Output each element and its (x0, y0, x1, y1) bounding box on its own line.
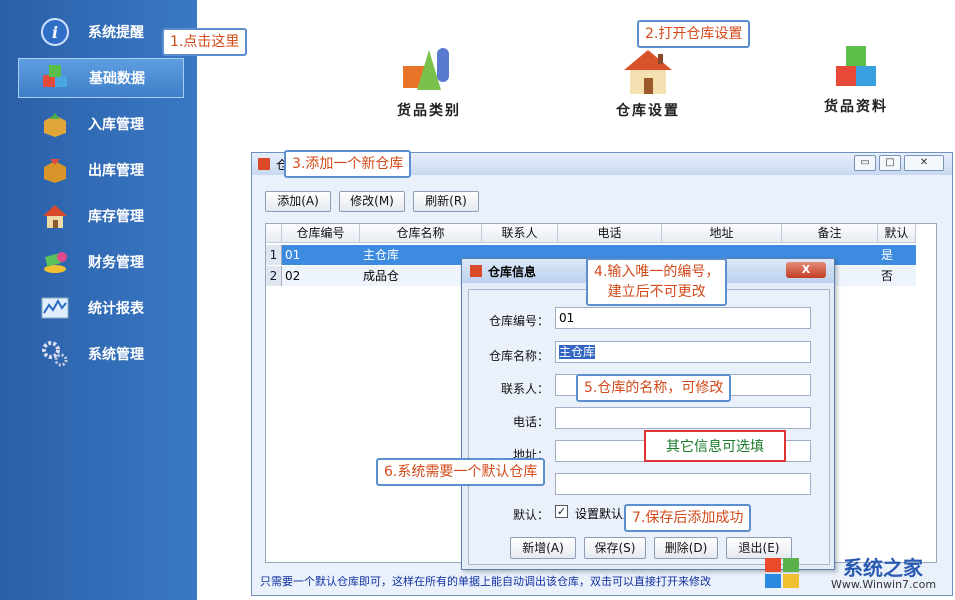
windows-logo-icon (765, 558, 799, 588)
phone-field[interactable] (555, 407, 811, 429)
phone-label: 电话： (512, 415, 549, 429)
default-label: 默认： (512, 508, 549, 522)
cubes-icon (39, 61, 73, 95)
sidebar-item-label: 入库管理 (88, 117, 144, 133)
exit-button[interactable]: 退出(E) (726, 537, 792, 559)
dialog-app-icon (470, 265, 482, 277)
name-value: 主仓库 (559, 345, 596, 359)
sidebar-item-label: 系统管理 (88, 347, 144, 363)
box-out-icon (38, 153, 72, 187)
contact-label: 联系人： (500, 382, 549, 396)
shapes-icon (384, 42, 474, 100)
dialog-title: 仓库信息 (488, 264, 537, 279)
add-button[interactable]: 添加(A) (265, 191, 331, 212)
maximize-button[interactable]: □ (879, 155, 901, 171)
cell-default: 否 (881, 269, 894, 283)
sidebar-item-reports[interactable]: 统计报表 (18, 288, 184, 328)
sidebar-item-outbound[interactable]: 出库管理 (18, 150, 184, 190)
sidebar-item-label: 系统提醒 (88, 25, 144, 41)
callout-step6: 6.系统需要一个默认仓库 (376, 458, 546, 486)
new-button[interactable]: 新增(A) (510, 537, 576, 559)
info-icon: i (38, 15, 72, 49)
watermark-url: Www.Winwin7.com (831, 578, 937, 591)
column-header[interactable]: 仓库名称 (360, 224, 482, 243)
column-header[interactable]: 电话 (558, 224, 662, 243)
house-icon (38, 199, 72, 233)
cell-name: 主仓库 (363, 248, 400, 262)
column-header[interactable]: 默认 (878, 224, 916, 243)
status-hint: 只需要一个默认仓库即可，这样在所有的单据上能自动调出该仓库，双击可以直接打开来修… (260, 575, 711, 588)
name-field[interactable]: 主仓库 (555, 341, 811, 363)
box-in-icon (38, 107, 72, 141)
sidebar-item-label: 基础数据 (89, 71, 145, 87)
warehouse-house-icon (608, 44, 688, 100)
default-checkbox[interactable]: ✓ (555, 505, 568, 518)
sidebar-item-system-reminder[interactable]: i 系统提醒 (18, 12, 184, 52)
name-label: 仓库名称： (488, 349, 549, 363)
sidebar-item-inbound[interactable]: 入库管理 (18, 104, 184, 144)
remark-field[interactable] (555, 473, 811, 495)
column-header[interactable]: 备注 (782, 224, 878, 243)
callout-step5: 5.仓库的名称，可修改 (576, 374, 732, 402)
watermark-logo: 系统之家 Www.Winwin7.com (761, 552, 951, 596)
sidebar-item-inventory[interactable]: 库存管理 (18, 196, 184, 236)
delete-button[interactable]: 删除(D) (654, 537, 718, 559)
sidebar-item-label: 库存管理 (88, 209, 144, 225)
callout-step4: 4.输入唯一的编号， 建立后不可更改 (586, 258, 728, 306)
sidebar-item-system-admin[interactable]: 系统管理 (18, 334, 184, 374)
row-number: 2 (266, 266, 282, 286)
callout-step2: 2.打开仓库设置 (637, 20, 751, 48)
minimize-button[interactable]: ▭ (854, 155, 876, 171)
callout-step4-line2: 建立后不可更改 (607, 284, 706, 300)
row-header-corner (266, 224, 282, 243)
goods-category-launcher[interactable]: 货品类别 (384, 42, 474, 120)
sidebar-item-label: 财务管理 (88, 255, 144, 271)
callout-optional-info: 其它信息可选填 (644, 430, 786, 462)
cell-code: 01 (285, 248, 301, 262)
warehouse-settings-label: 仓库设置 (616, 103, 680, 119)
edit-button[interactable]: 修改(M) (339, 191, 405, 212)
code-label: 仓库编号： (488, 314, 549, 328)
warehouse-settings-launcher[interactable]: 仓库设置 (608, 44, 688, 120)
sidebar-item-label: 出库管理 (88, 163, 144, 179)
callout-step7: 7.保存后添加成功 (624, 504, 752, 532)
cell-code: 02 (285, 269, 301, 283)
row-number: 1 (266, 245, 282, 265)
gears-icon (38, 337, 72, 371)
callout-step1: 1.点击这里 (162, 28, 248, 56)
column-header[interactable]: 联系人 (482, 224, 558, 243)
cell-name: 成品仓 (363, 269, 400, 283)
column-header[interactable]: 地址 (662, 224, 782, 243)
dialog-close-button[interactable]: X (786, 262, 826, 278)
money-icon (38, 245, 72, 279)
refresh-button[interactable]: 刷新(R) (413, 191, 479, 212)
sidebar-item-finance[interactable]: 财务管理 (18, 242, 184, 282)
sidebar-item-label: 统计报表 (88, 301, 144, 317)
goods-info-label: 货品资料 (824, 99, 888, 115)
close-window-button[interactable]: ✕ (904, 155, 944, 171)
svg-text:i: i (52, 23, 58, 42)
sidebar: i 系统提醒 基础数据 入库管理 出库管理 库存管理 财务管理 (0, 0, 197, 600)
cubes-stack-icon (816, 40, 896, 96)
watermark-text: 系统之家 (843, 556, 923, 580)
code-field[interactable]: 01 (555, 307, 811, 329)
callout-step3: 3.添加一个新仓库 (284, 150, 412, 178)
default-checkbox-label: 设置默认启 (575, 507, 636, 521)
callout-step4-line1: 4.输入唯一的编号， (594, 264, 720, 280)
goods-info-launcher[interactable]: 货品资料 (816, 40, 896, 116)
column-header[interactable]: 仓库编号 (282, 224, 360, 243)
app-icon (258, 158, 270, 170)
cell-default: 是 (881, 248, 894, 262)
sidebar-item-basic-data[interactable]: 基础数据 (18, 58, 184, 98)
save-button[interactable]: 保存(S) (584, 537, 646, 559)
chart-icon (38, 291, 72, 325)
goods-category-label: 货品类别 (397, 103, 461, 119)
